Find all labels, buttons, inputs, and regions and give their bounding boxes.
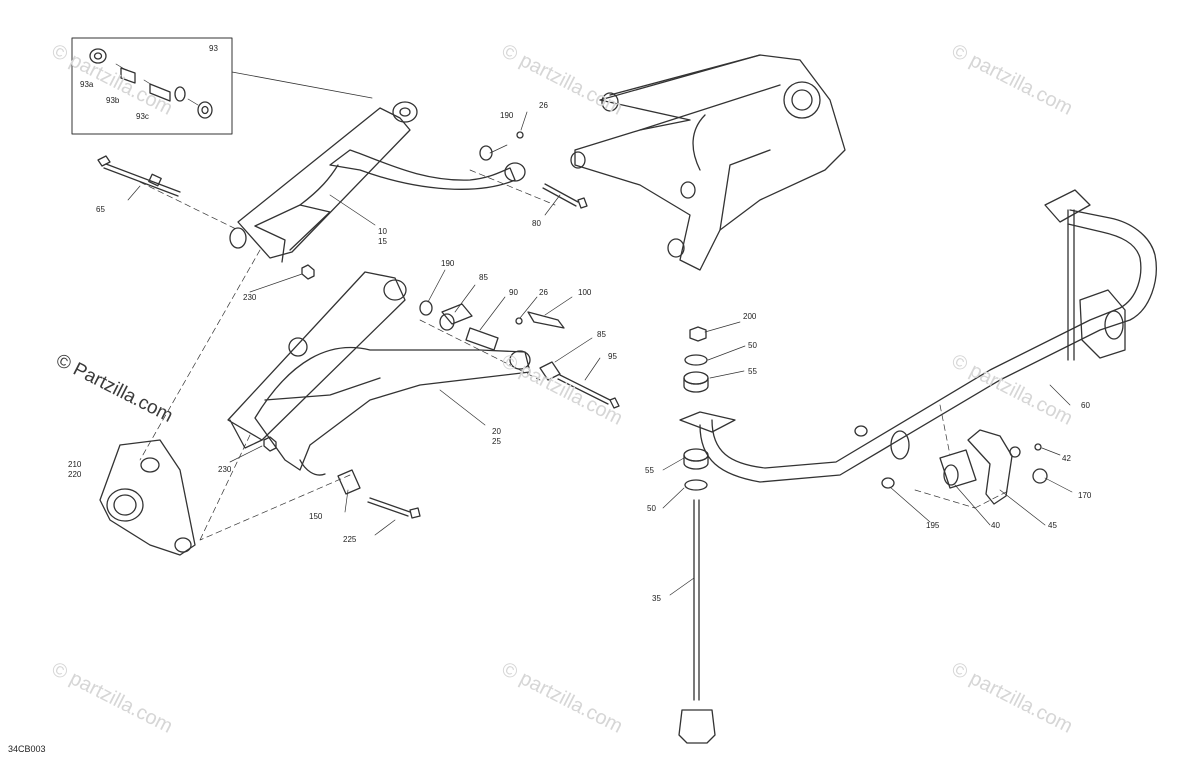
callout-220: 220: [68, 470, 82, 479]
callout-10: 10: [378, 227, 387, 236]
callout-80: 80: [532, 219, 541, 228]
callout-210: 210: [68, 460, 82, 469]
callout-50-upper: 50: [748, 341, 757, 350]
callout-190-lower: 190: [441, 259, 455, 268]
upper-a-arm: [148, 101, 526, 263]
frame-bracket: [570, 54, 846, 271]
callout-26-upper: 26: [539, 101, 548, 110]
callout-15: 15: [378, 237, 387, 246]
end-link-stack: [678, 326, 736, 744]
callout-90: 90: [509, 288, 518, 297]
callout-195: 195: [926, 521, 940, 530]
hub-knuckle: [99, 439, 196, 556]
inset-label-93c: 93c: [136, 112, 149, 121]
callout-45: 45: [1048, 521, 1057, 530]
callout-225: 225: [343, 535, 357, 544]
callout-60: 60: [1081, 401, 1090, 410]
inset-label-93: 93: [209, 44, 218, 53]
alignment-lines: [139, 169, 1011, 541]
callout-50-lower: 50: [647, 504, 656, 513]
callout-170: 170: [1078, 491, 1092, 500]
callout-200: 200: [743, 312, 757, 321]
inset-box-93: [71, 37, 373, 135]
callout-25: 25: [492, 437, 501, 446]
callout-190-upper: 190: [500, 111, 514, 120]
callout-26-lower: 26: [539, 288, 548, 297]
callout-85-a: 85: [479, 273, 488, 282]
inset-label-93b: 93b: [106, 96, 120, 105]
callout-42: 42: [1062, 454, 1071, 463]
diagram-reference-code: 34CB003: [8, 744, 46, 754]
callout-95: 95: [608, 352, 617, 361]
bolt-65: [97, 155, 181, 197]
callout-40: 40: [991, 521, 1000, 530]
callout-230-lower: 230: [218, 465, 232, 474]
lower-arm-hardware: [263, 264, 620, 519]
callout-100: 100: [578, 288, 592, 297]
lower-a-arm: [227, 271, 531, 476]
sway-bar-mount: [854, 425, 1048, 505]
callout-55-lower: 55: [645, 466, 654, 475]
callout-55-upper: 55: [748, 367, 757, 376]
callout-65: 65: [96, 205, 105, 214]
upper-arm-hardware: [479, 131, 588, 209]
callout-20: 20: [492, 427, 501, 436]
inset-label-93a: 93a: [80, 80, 94, 89]
callout-230-upper: 230: [243, 293, 257, 302]
sway-bar: [699, 189, 1157, 483]
callout-150: 150: [309, 512, 323, 521]
pointer-lines: [127, 111, 1073, 596]
callout-35: 35: [652, 594, 661, 603]
callout-85-b: 85: [597, 330, 606, 339]
